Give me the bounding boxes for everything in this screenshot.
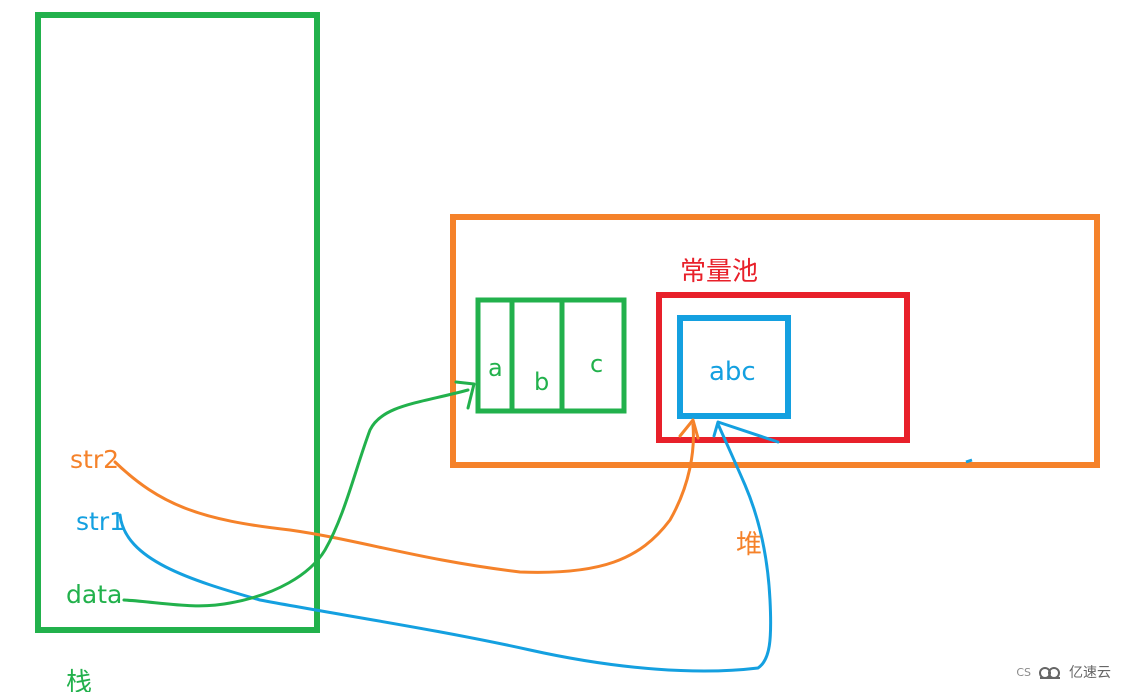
data-arrowhead: [454, 380, 476, 410]
data-label: data: [66, 580, 122, 609]
str2-reference-arrow: [113, 423, 695, 574]
string-value-label: abc: [709, 357, 756, 387]
watermark: CS 亿速云: [1016, 662, 1111, 682]
str1-label: str1: [76, 507, 125, 536]
cloud-logo-icon: [1039, 667, 1060, 679]
str2-arrowhead: [678, 418, 700, 440]
char-array: [475, 297, 627, 414]
heap-edge-mark: [965, 458, 973, 464]
array-cell-b: b: [534, 368, 549, 396]
heap-region: [450, 214, 1100, 468]
heap-label: 堆: [736, 530, 762, 560]
str1-arrowhead: [712, 420, 780, 444]
str2-label: str2: [70, 445, 119, 474]
watermark-prefix: CS: [1016, 665, 1031, 679]
stack-frame: [35, 12, 320, 633]
stack-label: 栈: [66, 668, 92, 692]
watermark-text: 亿速云: [1069, 665, 1111, 681]
array-cell-a: a: [488, 354, 503, 382]
string-abc-box: [677, 315, 791, 419]
data-reference-arrow: [122, 388, 470, 608]
str1-reference-arrow: [118, 422, 773, 673]
constant-pool-box: [656, 292, 910, 443]
array-cell-c: c: [590, 350, 603, 378]
constant-pool-label: 常量池: [680, 257, 758, 287]
